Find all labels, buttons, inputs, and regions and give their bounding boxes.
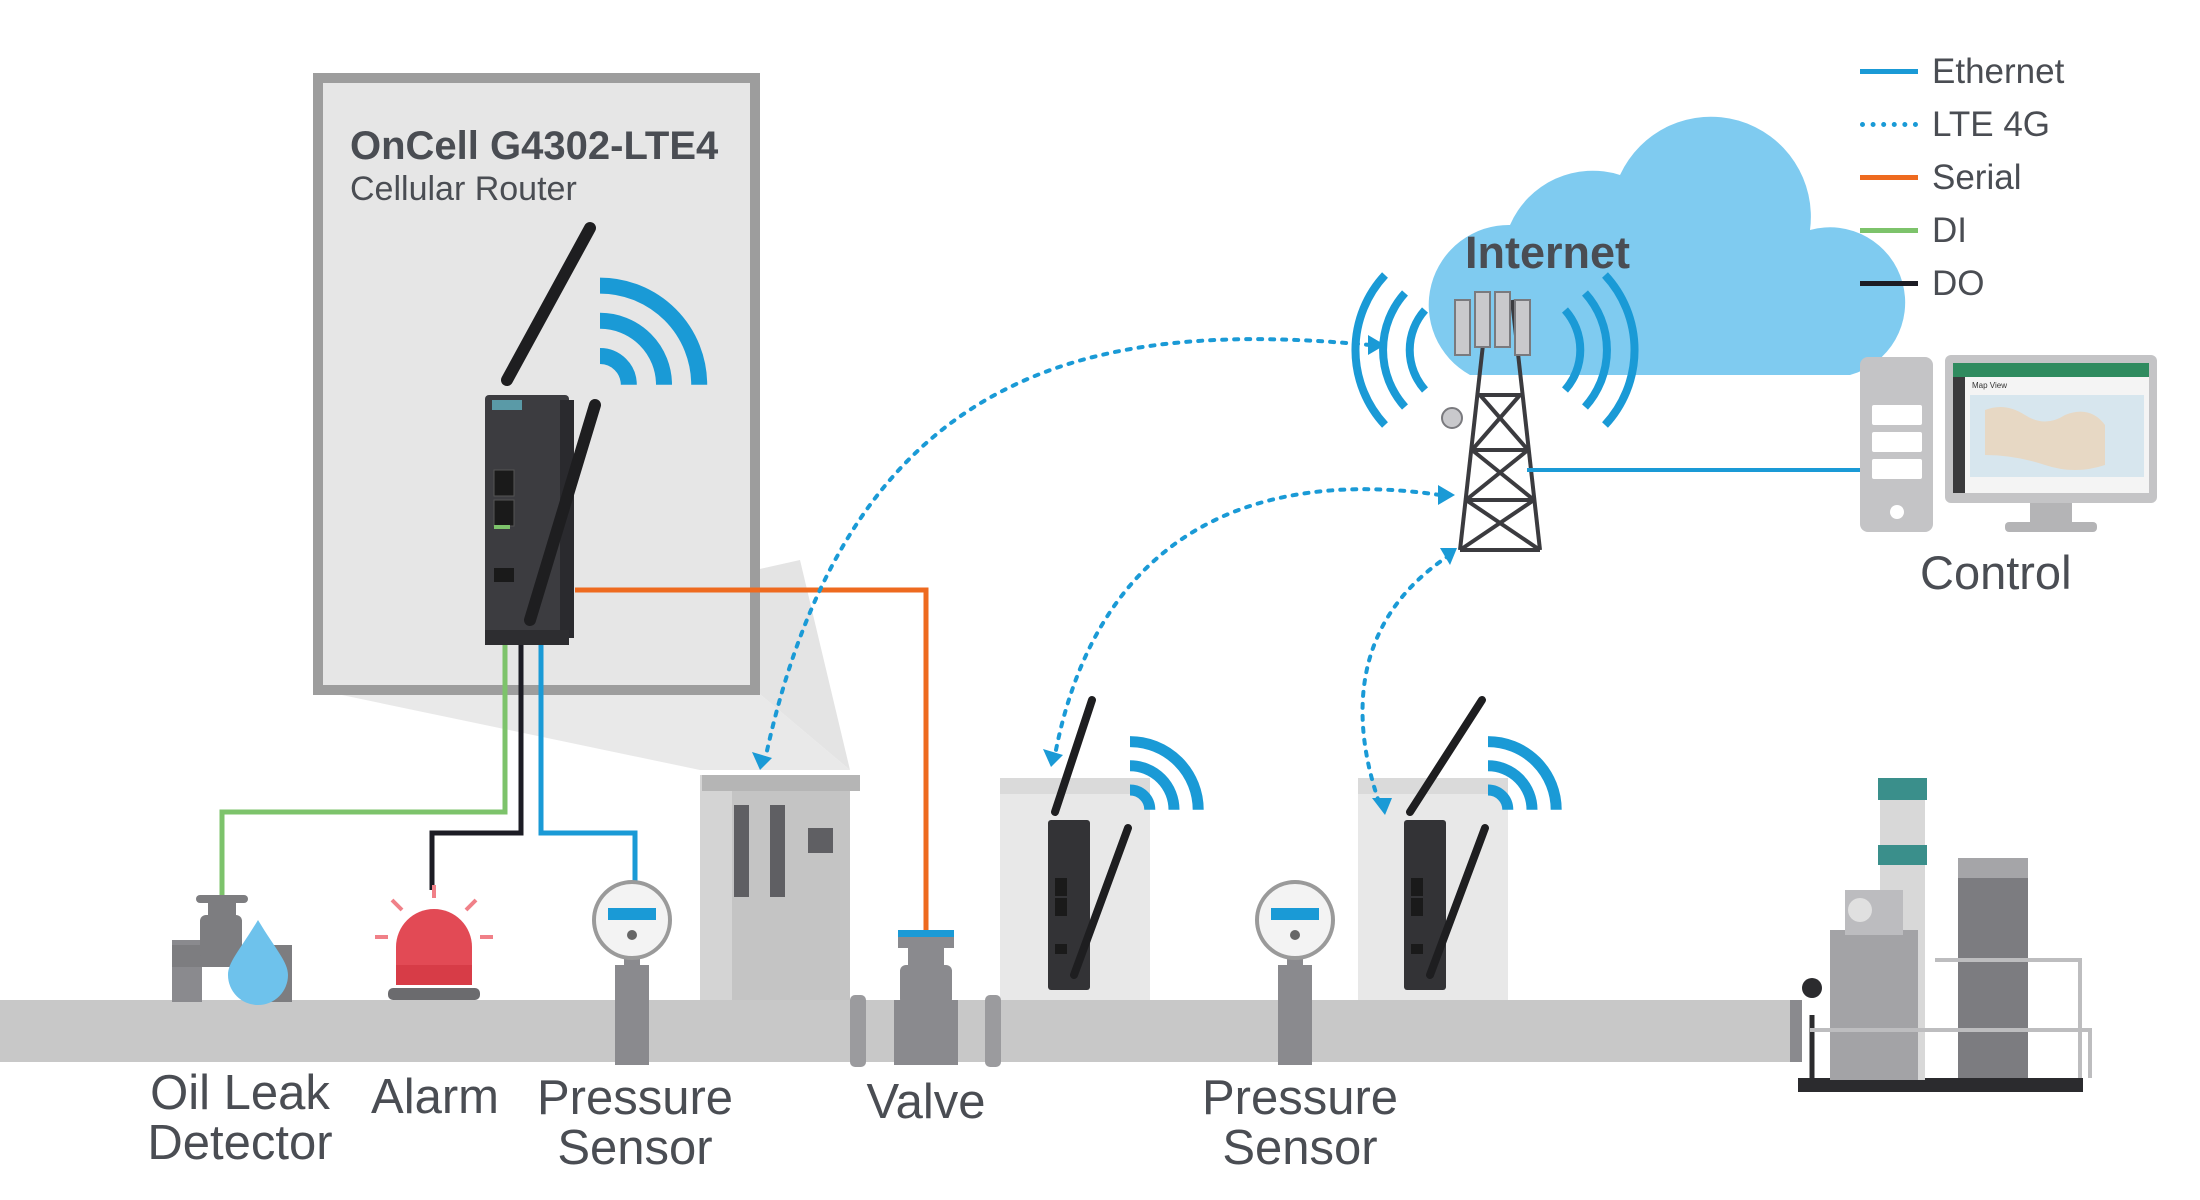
zoom-projection — [318, 690, 850, 770]
legend-label-do: DO — [1932, 263, 1985, 303]
legend-swatch-ethernet — [1860, 69, 1918, 74]
zoom-projection-side — [755, 560, 850, 770]
field-cabinet-3 — [1358, 696, 1556, 1000]
do-wire — [429, 645, 524, 890]
legend-item-lte: LTE 4G — [1860, 98, 2064, 151]
lte-links — [763, 337, 1452, 807]
legend-swatch-serial — [1860, 175, 1918, 180]
pressure-gauge-2 — [1255, 880, 1335, 1065]
ethernet-wire-sensor — [538, 645, 638, 895]
control-label: Control — [1920, 546, 2072, 599]
control-screen-title: Map View — [1972, 381, 2007, 390]
tower-antenna-panels — [1441, 291, 1531, 429]
legend-swatch-lte — [1860, 122, 1918, 127]
pressure-gauge-1 — [592, 880, 672, 1065]
legend-item-serial: Serial — [1860, 151, 2064, 204]
legend-label-serial: Serial — [1932, 157, 2022, 197]
legend-swatch-do — [1860, 281, 1918, 286]
router-antenna-2 — [524, 399, 601, 626]
legend-label-di: DI — [1932, 210, 1967, 250]
internet-cloud-icon — [1428, 116, 1906, 375]
oil-leak-detector-icon — [172, 895, 292, 1005]
refinery-plant-icon — [1790, 778, 2092, 1092]
legend-label-lte: LTE 4G — [1932, 104, 2051, 144]
valve-icon — [894, 930, 958, 1065]
router-model-title: OnCell G4302-LTE4 — [350, 124, 719, 168]
router-type-subtitle: Cellular Router — [350, 170, 577, 208]
alarm-label: Alarm — [371, 1070, 499, 1124]
legend-item-di: DI — [1860, 204, 2064, 257]
legend-item-do: DO — [1860, 257, 2064, 310]
pipe-coupling-2 — [985, 995, 1001, 1067]
alarm-icon — [375, 885, 493, 1000]
oil-leak-detector-label: Oil Leak Detector — [147, 1066, 333, 1170]
legend: Ethernet LTE 4G Serial DI DO — [1860, 45, 2064, 310]
legend-item-ethernet: Ethernet — [1860, 45, 2064, 98]
di-wire — [219, 645, 508, 905]
pipe-coupling-1 — [850, 995, 866, 1067]
pressure-sensor-1-label: Pressure Sensor — [536, 1071, 734, 1175]
internet-label: Internet — [1465, 227, 1631, 278]
lte-arrowheads — [752, 335, 1457, 815]
pressure-sensor-2-label: Pressure Sensor — [1201, 1071, 1399, 1175]
field-cabinet-2 — [1000, 696, 1198, 1000]
control-computer-icon — [1860, 355, 2157, 532]
tower-signal-arcs — [1351, 272, 1639, 428]
legend-label-ethernet: Ethernet — [1932, 51, 2065, 91]
valve-label: Valve — [866, 1075, 986, 1129]
legend-swatch-di — [1860, 228, 1918, 233]
router-antenna-1 — [501, 222, 596, 386]
field-cabinet-1 — [700, 775, 860, 1000]
serial-wire — [575, 587, 929, 935]
